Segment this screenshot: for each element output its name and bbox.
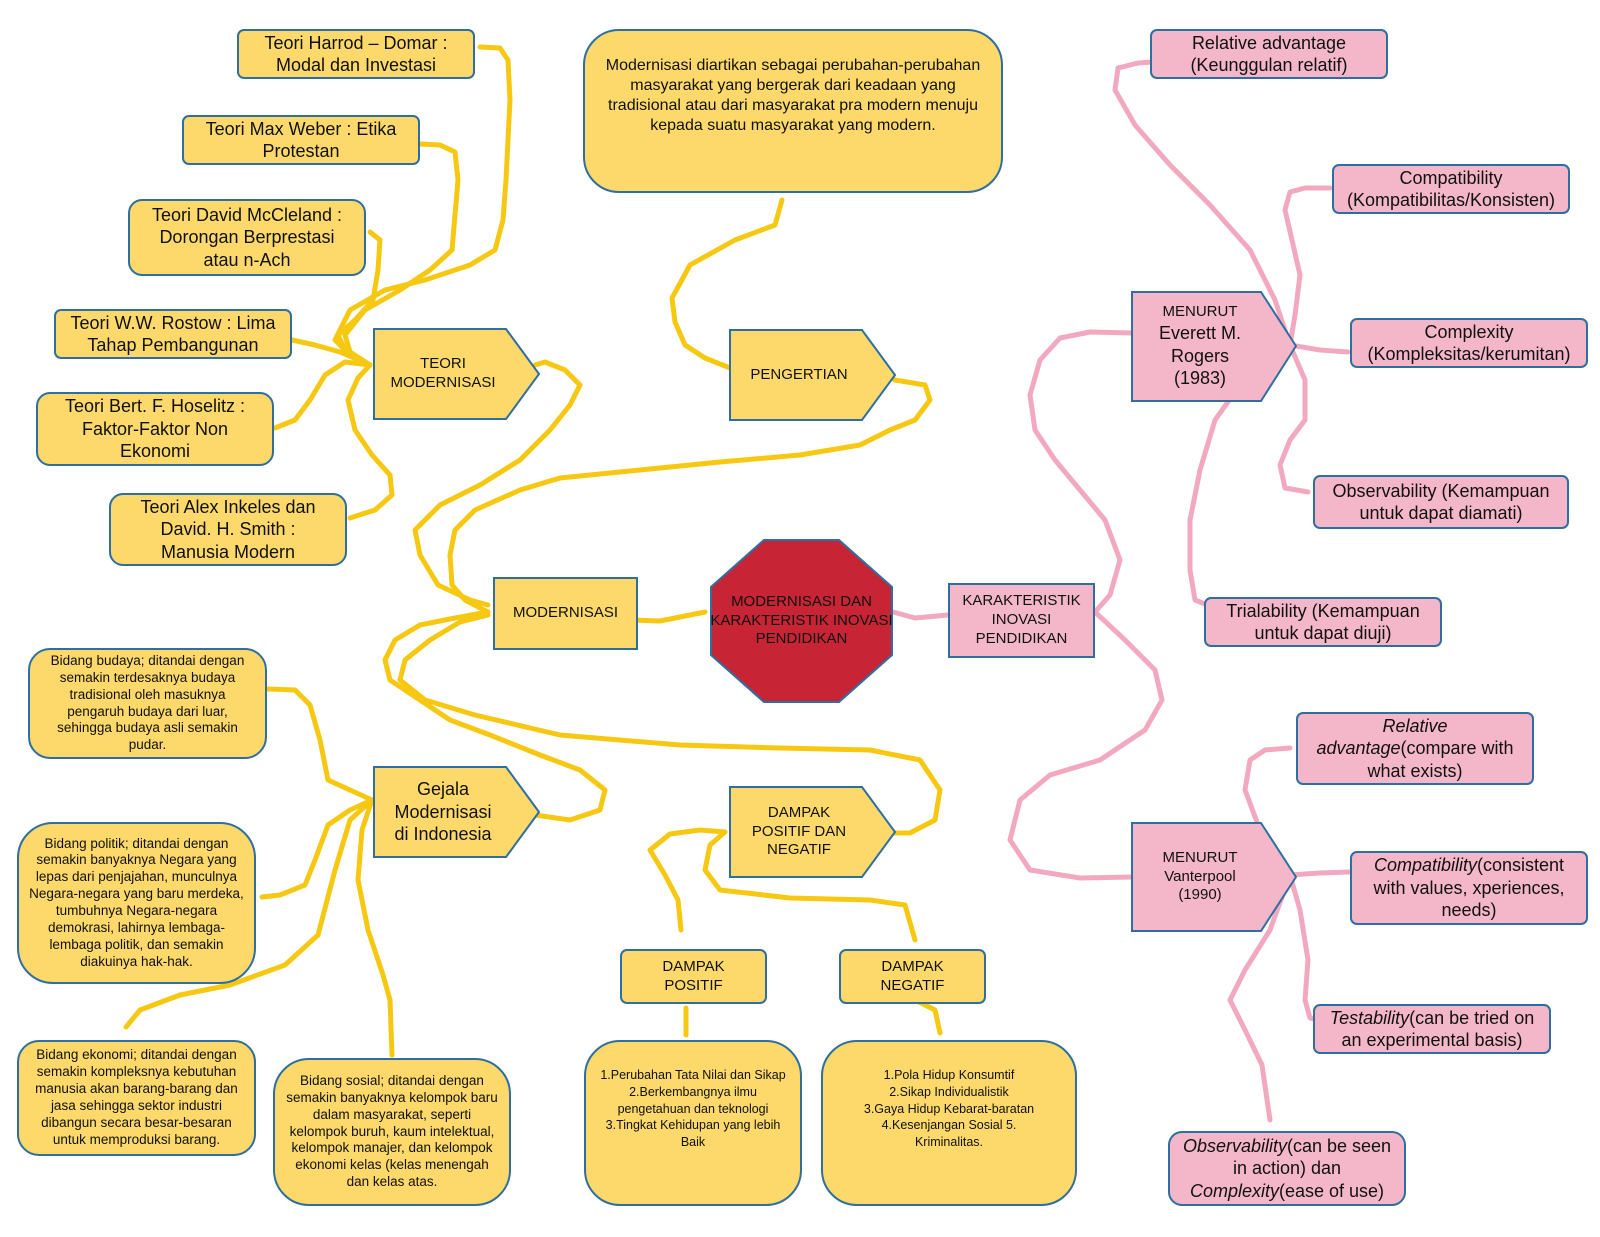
pengertian-label: PENGERTIAN [750,365,848,383]
link-vanterpool-compat [1287,869,1353,878]
center-label: MODERNISASI DAN KARAKTERISTIK INOVASI PE… [710,592,893,648]
rogers-label-name: Everett M. Rogers (1983) [1158,323,1242,389]
link-gejala-sosial [355,797,395,1058]
link-modernisasi-dampak [397,612,943,836]
link-rogers-observ [1277,342,1311,495]
link-gejala-budaya [265,686,375,803]
gejala-ekonomi: Bidang ekonomi; ditandai dengan semakin … [17,1040,256,1156]
vanterpool-node: MENURUT Vanterpool (1990) [1131,822,1297,932]
rogers-label-heading: MENURUT [1162,303,1238,321]
karakteristik-node: KARAKTERISTIK INOVASI PENDIDIKAN [948,583,1095,658]
pentagon-arrow-shape [1131,822,1297,932]
teori-max-weber: Teori Max Weber : Etika Protestan [182,115,420,165]
link-teori-inkeles [345,362,395,521]
gejala-sosial: Bidang sosial; ditandai dengan semakin b… [273,1058,511,1206]
vanterpool-item-desc: (can be seen in action) dan [1232,1135,1392,1179]
vanterpool-item-desc: (can be tried on an experimental basis) [1341,1007,1535,1051]
vanterpool-item-term: Observability [1182,1135,1287,1156]
link-rogers-compat [1282,185,1333,348]
link-rogers-relative [1112,59,1293,348]
link-modernisasi-gejala [382,609,608,823]
pentagon-arrow-shape [729,329,896,421]
rogers-complexity: Complexity (Kompleksitas/kerumitan) [1350,318,1588,368]
link-karakteristik-rogers [1027,329,1136,615]
link-dampak-positif [647,827,728,933]
vanterpool-relative-advantage: Relative advantage(compare with what exi… [1296,712,1534,785]
rogers-trialability: Trialability (Kemampuan untuk dapat diuj… [1204,597,1442,647]
dampak-positif-text: 1.Perubahan Tata Nilai dan Sikap 2.Berke… [584,1040,802,1206]
link-vanterpool-observ [1227,872,1293,1123]
teori-node: TEORI MODERNISASI [373,328,540,420]
vanterpool-item-desc: (consistent with values, xperiences, nee… [1373,855,1565,921]
link-teori-weber [342,141,461,368]
pengertian-node: PENGERTIAN [729,329,896,421]
pentagon-arrow-shape [373,328,540,420]
octagon-shape [710,539,893,703]
pentagon-arrow-shape [373,766,540,858]
rogers-compatibility: Compatibility (Kompatibilitas/Konsisten) [1332,164,1570,214]
vanterpool-observability-complexity: Observability(can be seen in action) dan… [1168,1131,1406,1206]
link-karakteristik-vanterpool [1007,609,1165,881]
link-dampak-negatif [702,829,918,943]
teori-rostow: Teori W.W. Rostow : Lima Tahap Pembangun… [54,309,292,359]
pentagon-arrow-shape [729,786,896,878]
dampak-positif-node: DAMPAK POSITIF [620,949,767,1004]
rogers-node: MENURUT Everett M. Rogers (1983) [1131,291,1297,402]
link-modernisasi-pengertian [447,369,933,615]
gejala-budaya: Bidang budaya; ditandai dengan semakin t… [28,648,267,759]
teori-inkeles-smith: Teori Alex Inkeles dan David. H. Smith :… [109,493,347,566]
dampak-node: DAMPAK POSITIF DAN NEGATIF [729,786,896,878]
link-vanterpool-testability [1287,872,1321,1023]
gejala-politik: Bidang politik; ditandai dengan semakin … [17,822,256,984]
teori-label: TEORI MODERNISASI [390,355,496,391]
vanterpool-label: MENURUT Vanterpool (1990) [1162,848,1238,904]
rogers-observability: Observability (Kemampuan untuk dapat dia… [1313,475,1569,529]
center-node: MODERNISASI DAN KARAKTERISTIK INOVASI PE… [710,539,893,703]
vanterpool-testability: Testability(can be tried on an experimen… [1313,1004,1551,1054]
link-modernisasi-teori [412,359,583,608]
link-gejala-politik [259,797,375,900]
teori-mccleland: Teori David McCleland : Dorongan Berpres… [128,199,366,276]
teori-harrod-domar: Teori Harrod – Domar : Modal dan Investa… [237,29,475,79]
link-teori-rostow [289,337,373,368]
link-teori-hoselitz [272,359,373,431]
pentagon-arrow-shape [1131,291,1297,402]
teori-hoselitz: Teori Bert. F. Hoselitz : Faktor-Faktor … [36,392,274,466]
vanterpool-item-term-2: Complexity [1189,1180,1279,1201]
link-pengertian-definition [669,197,785,371]
rogers-relative-advantage: Relative advantage (Keunggulan relatif) [1150,29,1388,79]
vanterpool-item-desc: (compare with what exists) [1367,738,1514,781]
vanterpool-item-term: Relative advantage [1316,715,1448,759]
modernisasi-node: MODERNISASI [493,577,638,650]
vanterpool-item-term: Testability [1329,1007,1410,1028]
gejala-node: Gejala Modernisasi di Indonesia [373,766,540,858]
pengertian-definition: Modernisasi diartikan sebagai perubahan-… [583,29,1003,193]
vanterpool-compatibility: Compatibility(consistent with values, xp… [1350,851,1588,925]
link-center-karakteristik [890,609,951,621]
vanterpool-item-term: Compatibility [1373,855,1477,876]
link-gejala-ekonomi [123,797,375,1030]
gejala-label: Gejala Modernisasi di Indonesia [394,779,492,845]
dampak-label: DAMPAK POSITIF DAN NEGATIF [751,803,847,859]
link-teori-mccleland [335,229,383,368]
link-negatif-text [912,997,943,1036]
dampak-negatif-text: 1.Pola Hidup Konsumtif 2.Sikap Individua… [821,1040,1077,1206]
link-rogers-complexity [1287,342,1351,355]
dampak-negatif-node: DAMPAK NEGATIF [839,949,986,1004]
vanterpool-item-desc-2: (ease of use) [1278,1180,1385,1201]
